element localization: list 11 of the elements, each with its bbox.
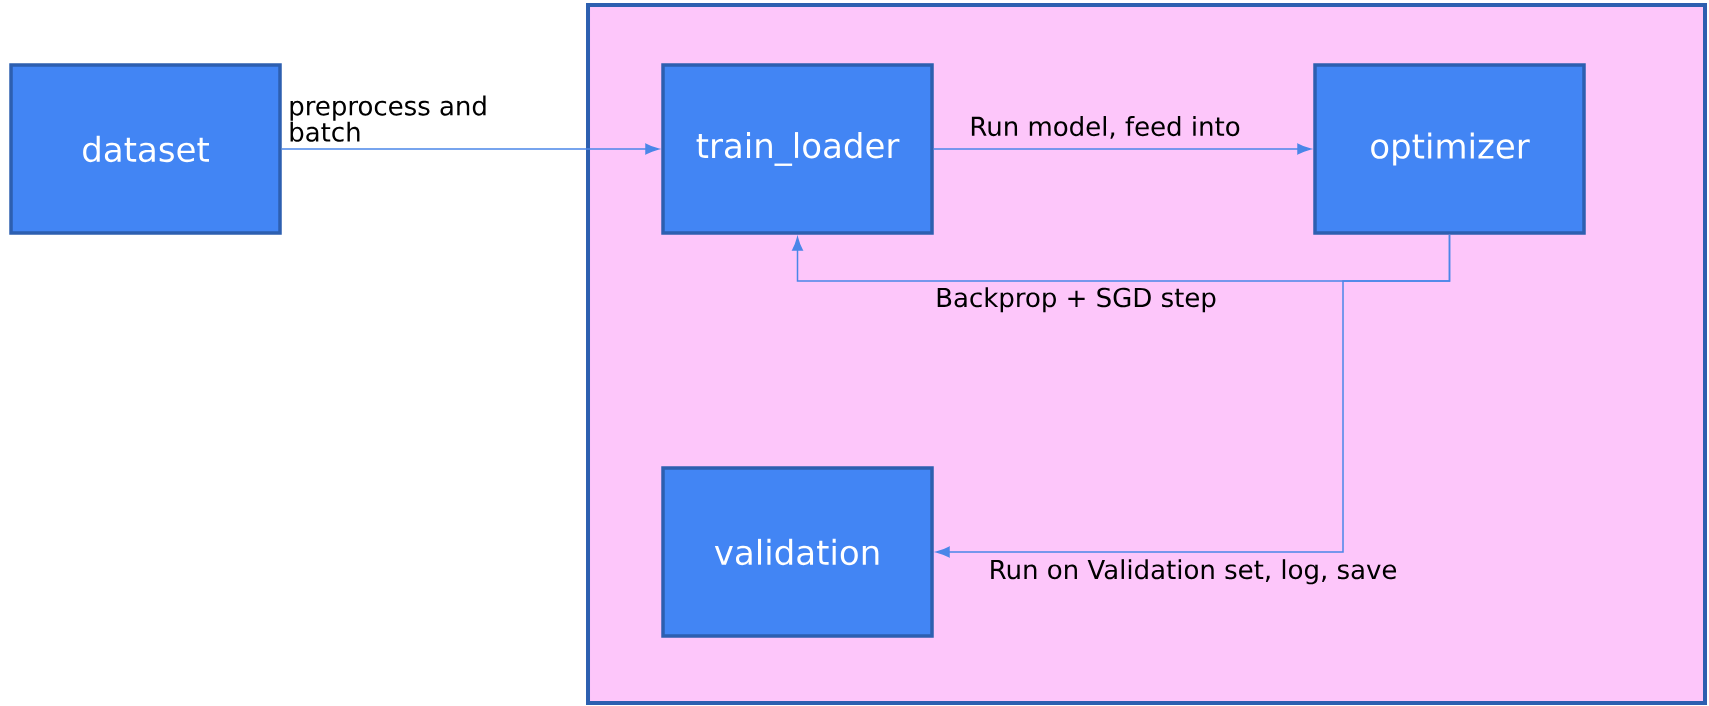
edge-label: Backprop + SGD step: [937, 287, 1216, 313]
process-box: dataset: [9, 63, 282, 235]
edge-label: preprocess and batch: [290, 95, 486, 142]
arrow: [936, 234, 1451, 558]
process-box: train_loader: [661, 63, 934, 235]
process-box: validation: [661, 466, 934, 638]
edge-label: Run on Validation set, log, save: [991, 559, 1397, 585]
process-box: optimizer: [1313, 63, 1586, 235]
edge-label: Run model, feed into: [971, 116, 1240, 139]
arrow: [281, 143, 659, 155]
arrow: [933, 143, 1311, 155]
